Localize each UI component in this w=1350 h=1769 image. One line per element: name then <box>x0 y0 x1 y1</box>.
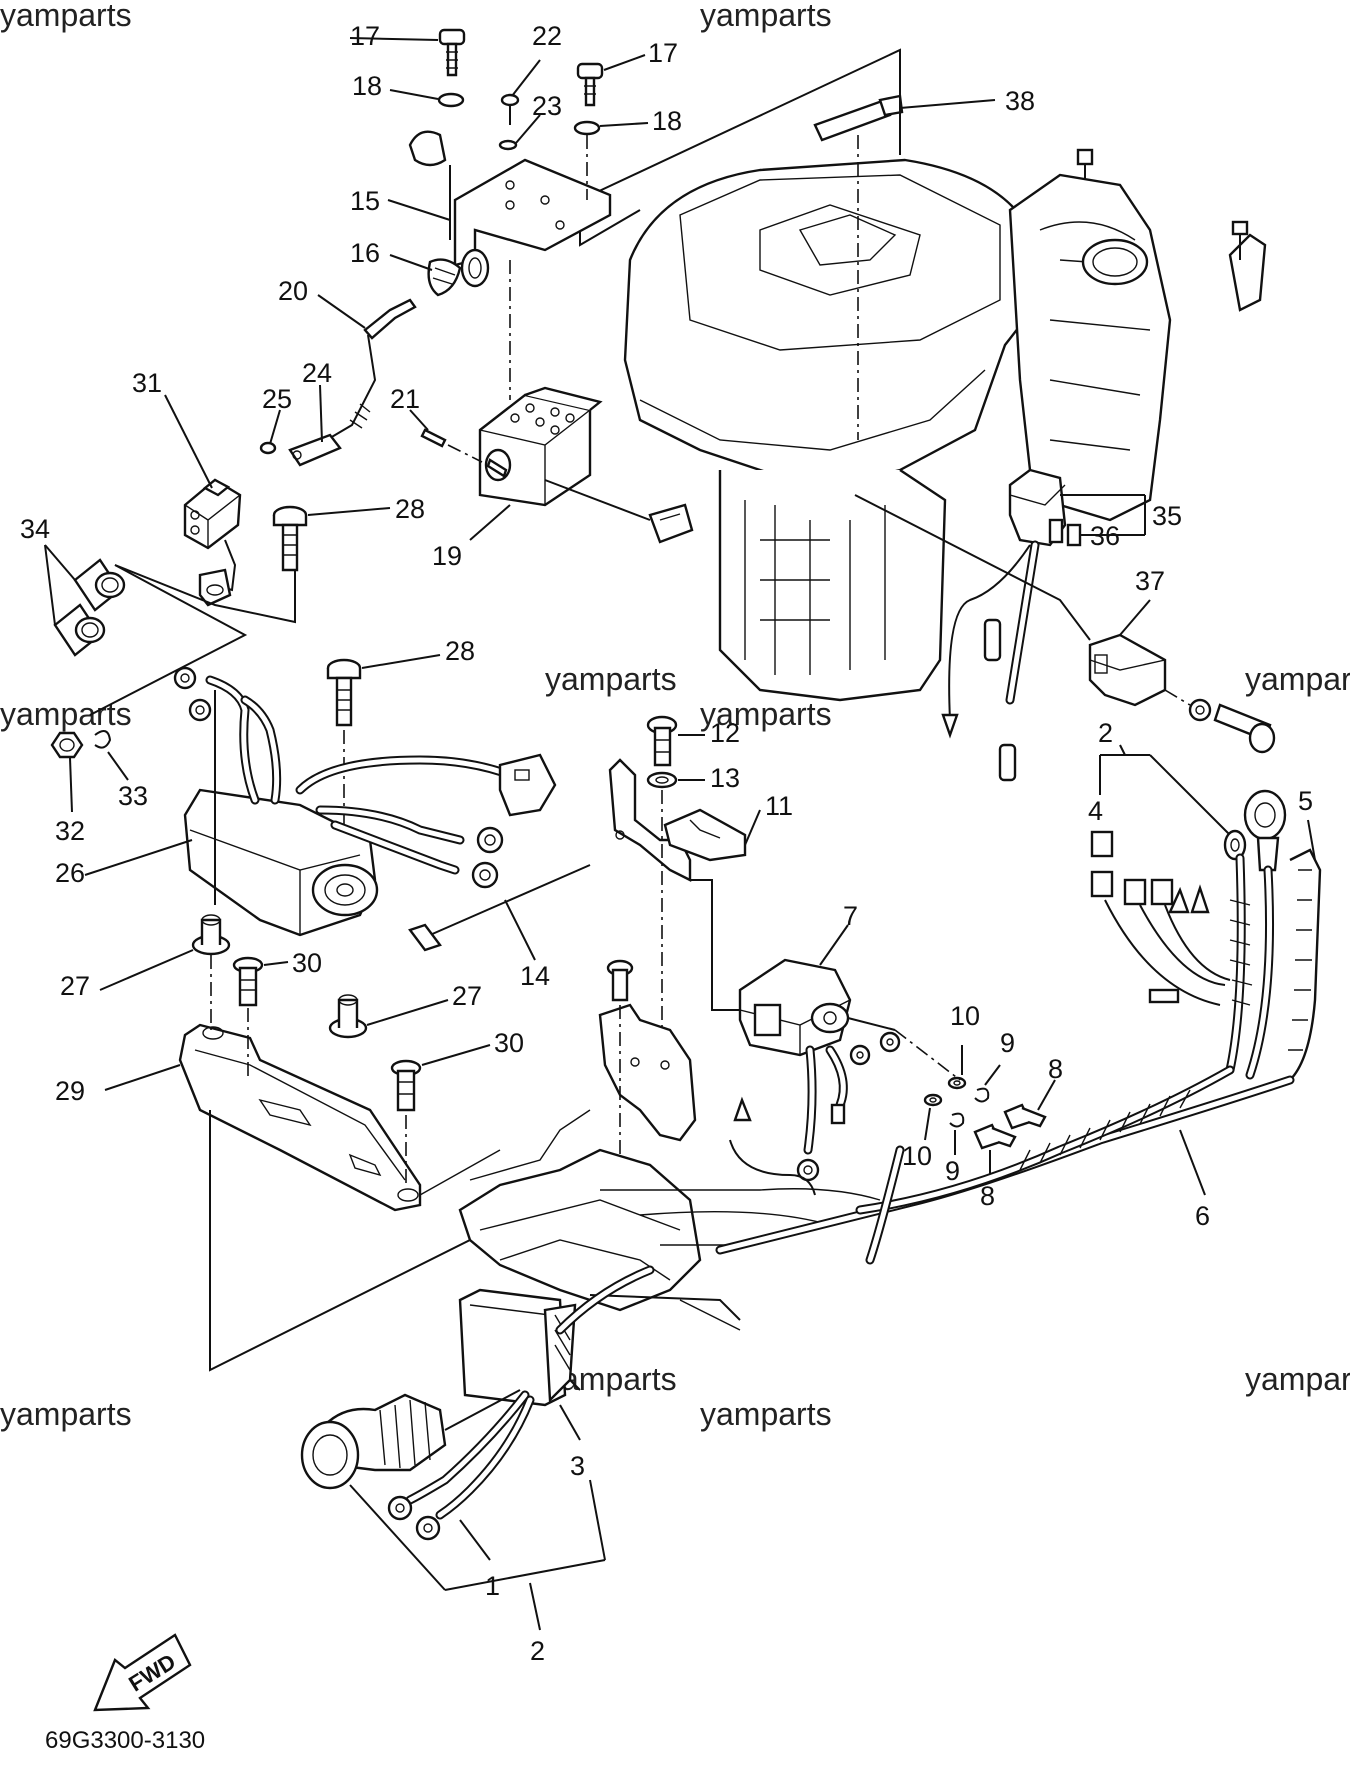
parts-32-33: 32 33 <box>50 730 148 846</box>
fwd-arrow-icon: FWD <box>93 1633 192 1712</box>
part-28-bolt-lower: 28 <box>326 636 475 905</box>
callout-19: 19 <box>432 541 462 571</box>
callout-9-lower: 9 <box>945 1156 960 1186</box>
callout-38: 38 <box>1005 86 1035 116</box>
callout-27-left: 27 <box>60 971 90 1001</box>
callout-1: 1 <box>485 1571 500 1601</box>
callout-9-upper: 9 <box>1000 1028 1015 1058</box>
callout-34: 34 <box>20 514 50 544</box>
callout-26: 26 <box>55 858 85 888</box>
part-31-switch: 31 <box>132 368 242 607</box>
callout-11: 11 <box>765 791 793 821</box>
callout-14: 14 <box>520 961 550 991</box>
watermark: yamparts <box>0 696 132 732</box>
callout-5: 5 <box>1298 786 1313 816</box>
callout-2-right: 2 <box>1098 718 1113 748</box>
parts-1-3-key-switch: 1 3 2 <box>300 1265 655 1666</box>
callout-22: 22 <box>532 21 562 51</box>
callout-18-right: 18 <box>652 106 682 136</box>
callout-30-lower: 30 <box>494 1028 524 1058</box>
bracket-15-assembly: 17 18 22 23 17 18 15 16 <box>349 21 682 297</box>
wiring-harness-right: 4 2 5 6 <box>715 718 1322 1265</box>
callout-17-left: 17 <box>350 21 380 51</box>
callout-16: 16 <box>350 238 380 268</box>
callout-28-upper: 28 <box>395 494 425 524</box>
callout-30-upper: 30 <box>292 948 322 978</box>
callout-18-left: 18 <box>352 71 382 101</box>
callout-8-upper: 8 <box>1048 1054 1063 1084</box>
parts-35-37: 35 36 37 <box>854 468 1276 782</box>
callout-4: 4 <box>1088 796 1103 826</box>
callout-2-bottom: 2 <box>530 1636 545 1666</box>
watermark: yamparts <box>700 1396 832 1432</box>
choke-rod-assembly: 20 24 25 <box>259 276 417 467</box>
callout-17-right: 17 <box>648 38 678 68</box>
callout-32: 32 <box>55 816 85 846</box>
part-26-cdi-unit: 26 <box>55 666 557 937</box>
callout-27-right: 27 <box>452 981 482 1011</box>
callout-23: 23 <box>532 91 562 121</box>
callout-21: 21 <box>390 384 420 414</box>
part-19-switch-box: 19 21 <box>390 260 694 571</box>
callout-6: 6 <box>1195 1201 1210 1231</box>
callout-36: 36 <box>1090 521 1120 551</box>
callout-15: 15 <box>350 186 380 216</box>
watermark: yamparts <box>700 696 832 732</box>
callout-8-lower: 8 <box>980 1181 995 1211</box>
parts-8-9-10: 10 9 8 10 9 8 <box>894 1001 1063 1211</box>
part-29-bracket-plate: 29 <box>55 955 521 1372</box>
part-28-bolt-upper: 28 <box>114 494 425 624</box>
part-7-rectifier: 7 <box>729 901 901 1196</box>
watermark: yamparts <box>0 0 132 33</box>
callout-28-lower: 28 <box>445 636 475 666</box>
watermark: yamparts <box>1245 1361 1350 1397</box>
watermark: yamparts <box>0 1396 132 1432</box>
callout-10-upper: 10 <box>950 1001 980 1031</box>
callout-33: 33 <box>118 781 148 811</box>
watermark: yamparts <box>545 661 677 697</box>
diagram-code: 69G3300-3130 <box>45 1727 205 1754</box>
callout-29: 29 <box>55 1076 85 1106</box>
part-34-caps: 34 <box>20 514 248 716</box>
callout-37: 37 <box>1135 566 1165 596</box>
part-38: 38 <box>813 86 1035 440</box>
callout-10-lower: 10 <box>902 1141 932 1171</box>
parts-11-14: 12 13 11 14 <box>408 715 793 1070</box>
callout-13: 13 <box>710 763 740 793</box>
callout-3: 3 <box>570 1451 585 1481</box>
callout-20: 20 <box>278 276 308 306</box>
parts-30-bolts: 30 30 <box>232 948 524 1112</box>
watermark: yamparts <box>1245 661 1350 697</box>
callout-35: 35 <box>1152 501 1182 531</box>
callout-31: 31 <box>132 368 162 398</box>
callout-24: 24 <box>302 358 332 388</box>
watermark: yamparts <box>700 0 832 33</box>
engine-block <box>623 148 1267 702</box>
callout-12: 12 <box>710 718 740 748</box>
watermark-layer: yamparts yamparts yamparts yamparts yamp… <box>0 0 1350 1432</box>
callout-7: 7 <box>843 901 858 931</box>
callout-25: 25 <box>262 384 292 414</box>
parts-27-collars: 27 27 <box>60 914 482 1039</box>
